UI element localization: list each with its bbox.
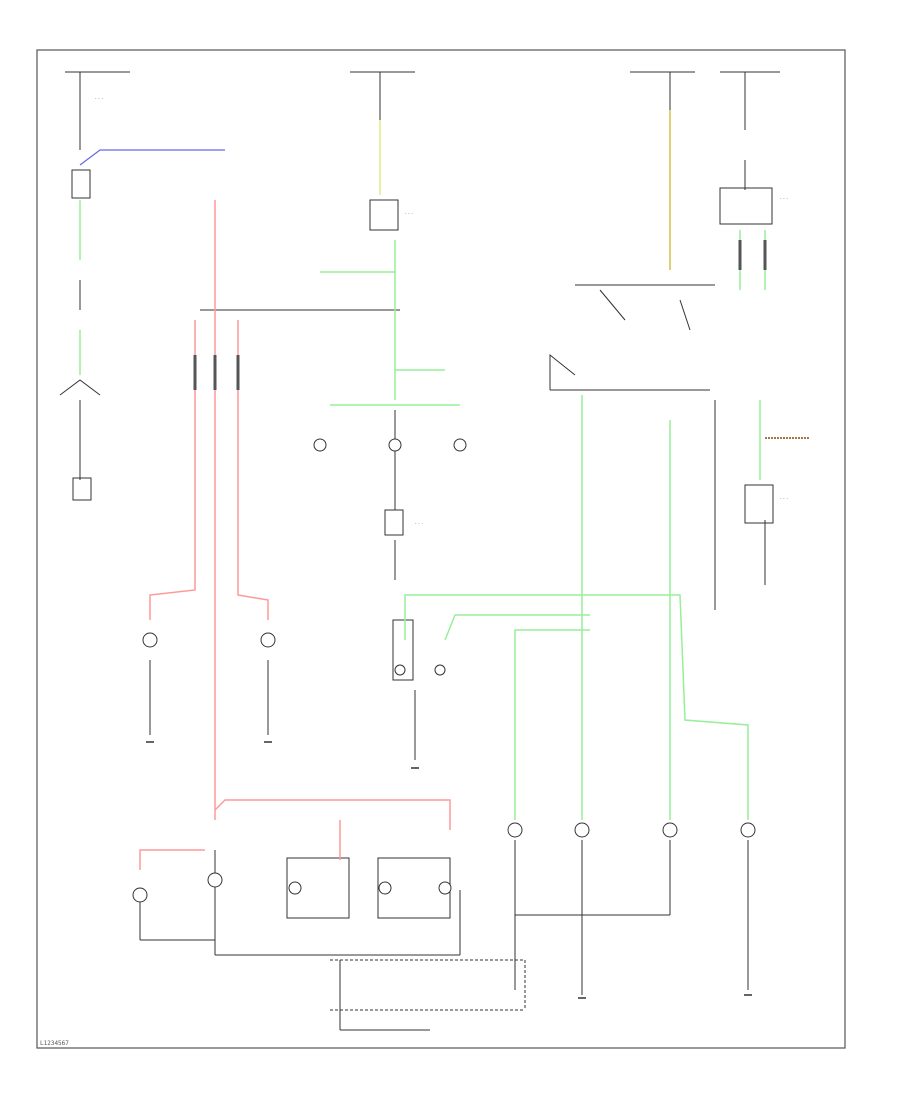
wire-blue [79,149,225,166]
figure-code: L1234567 [40,1040,69,1047]
bulb-group [132,438,756,903]
wire-red [149,320,196,620]
svg-text:· · ·: · · · [415,521,423,527]
diagram-frame [36,49,846,1049]
svg-text:· · ·: · · · [780,496,788,502]
svg-text:· · ·: · · · [405,211,413,217]
svg-text:· · ·: · · · [780,196,788,202]
bulb-icon [142,632,158,648]
svg-text:· · ·: · · · [95,96,103,102]
